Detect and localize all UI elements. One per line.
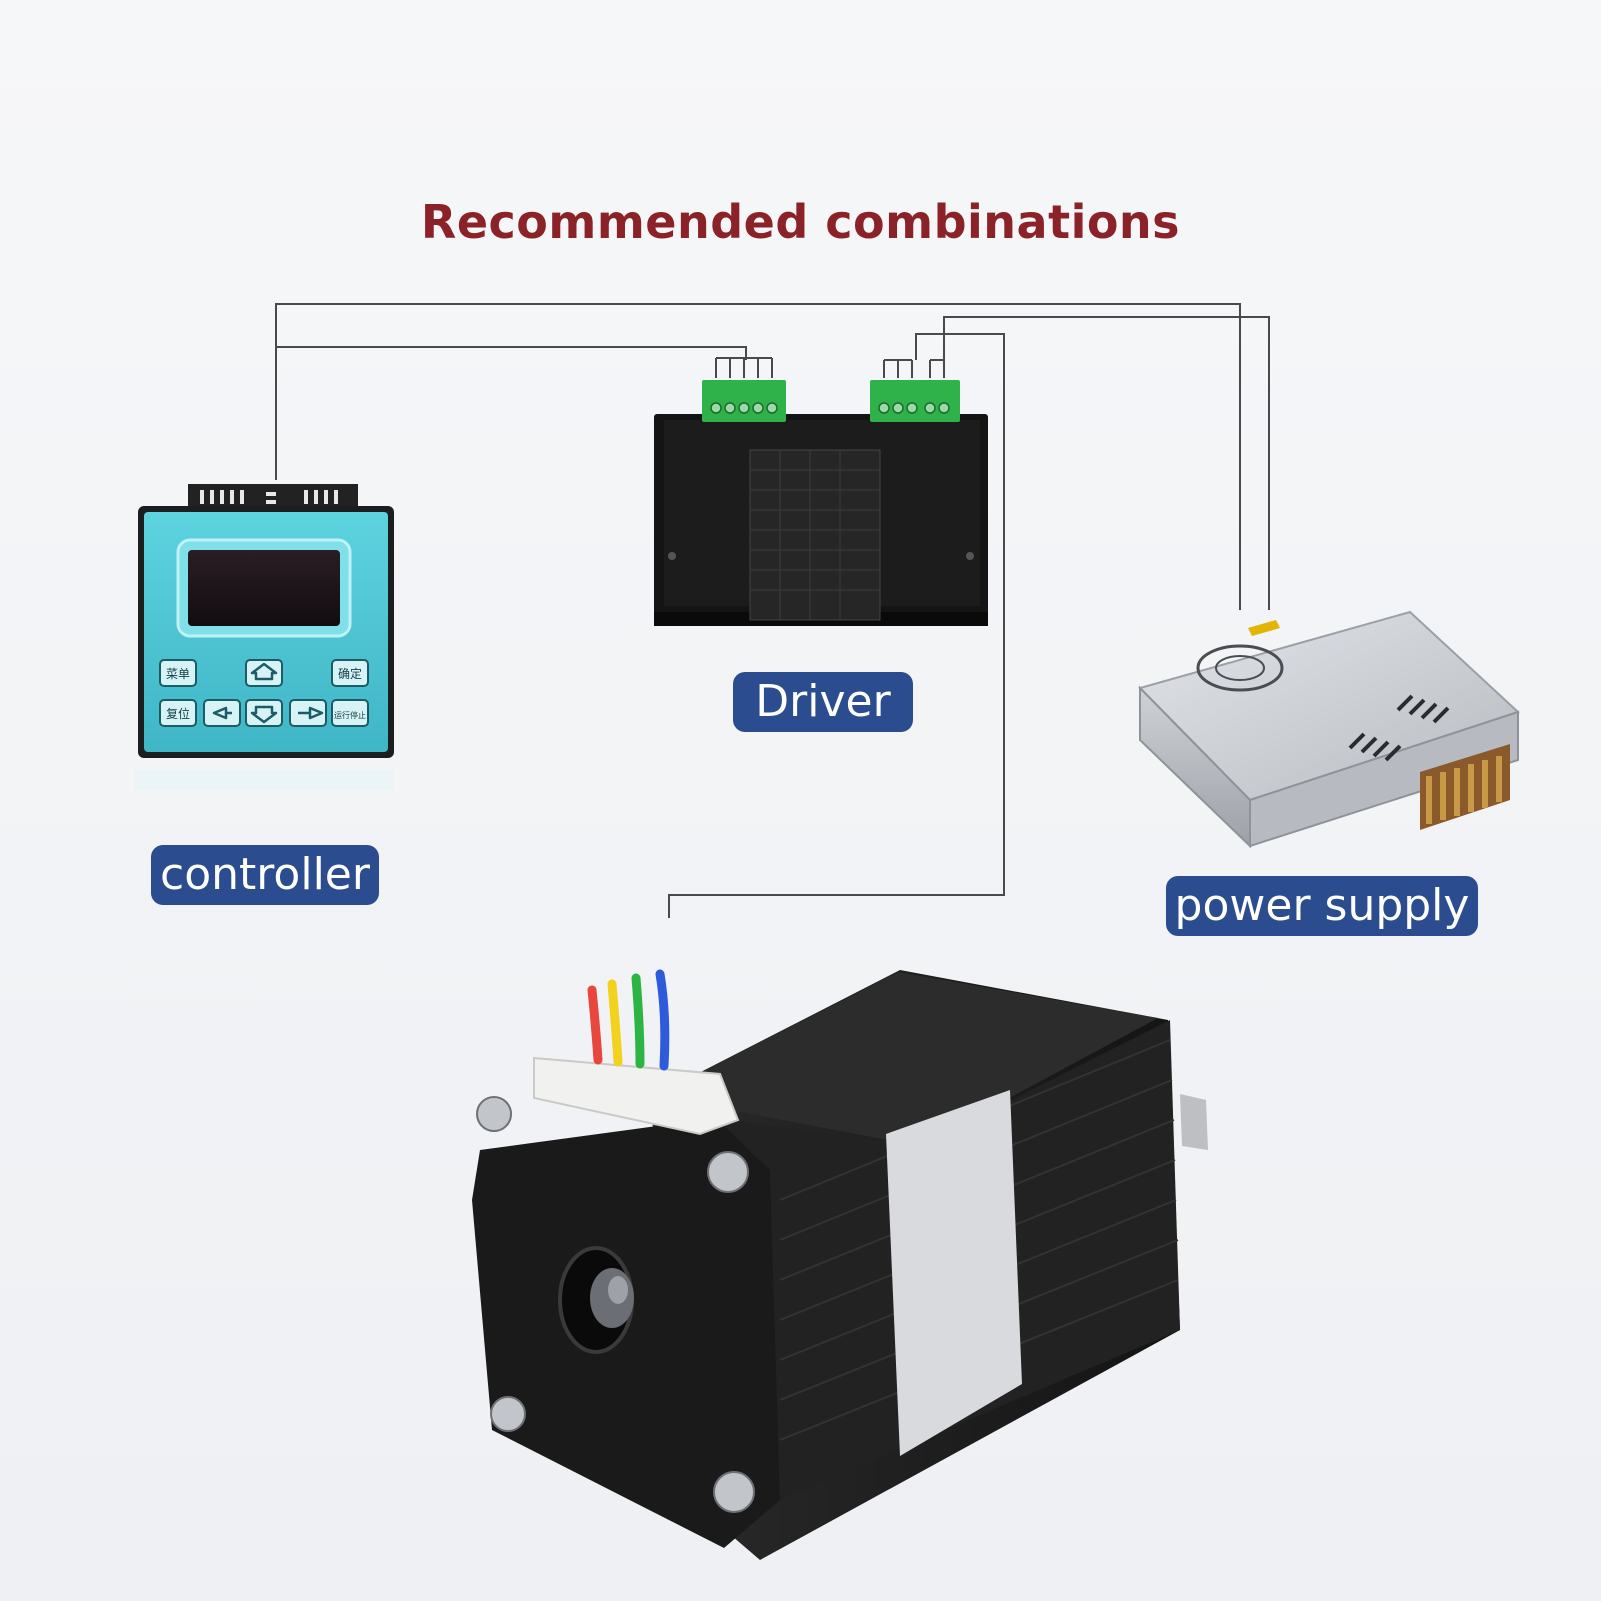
connection-wires	[275, 303, 1270, 918]
left-arrow-icon	[212, 706, 232, 720]
right-arrow-icon	[298, 706, 324, 720]
driver-right-pins	[883, 359, 945, 378]
key-run-stop[interactable]: 运行停止	[334, 710, 366, 720]
up-arrow-icon	[250, 662, 278, 681]
driver-device	[654, 380, 988, 626]
down-arrow-icon	[250, 705, 278, 724]
driver-label: Driver	[733, 672, 913, 732]
motor-label-plate	[886, 1090, 1022, 1456]
key-confirm[interactable]: 确定	[338, 666, 362, 681]
wire-driver-to-motor	[668, 333, 1005, 918]
wire-driver-to-power	[943, 316, 1270, 610]
driver-terminal-left	[702, 380, 786, 422]
key-menu[interactable]: 菜单	[166, 667, 190, 681]
key-reset[interactable]: 复位	[166, 706, 190, 721]
power-supply-device	[1138, 610, 1520, 849]
stepper-motor	[472, 969, 1208, 1560]
controller-device: 菜单 确定 复位 运行停止	[134, 484, 394, 790]
wire-controller-to-power	[275, 303, 1241, 610]
motor-screws	[476, 1096, 755, 1513]
page-title: Recommended combinations	[420, 195, 1181, 249]
power-supply-label: power supply	[1166, 876, 1478, 936]
motor-connector	[533, 1056, 740, 1136]
motor-wires	[587, 969, 670, 1071]
wire-controller-to-driver	[275, 346, 747, 480]
driver-left-pins	[715, 357, 773, 378]
controller-label: controller	[151, 845, 379, 905]
driver-terminal-right	[870, 380, 960, 422]
